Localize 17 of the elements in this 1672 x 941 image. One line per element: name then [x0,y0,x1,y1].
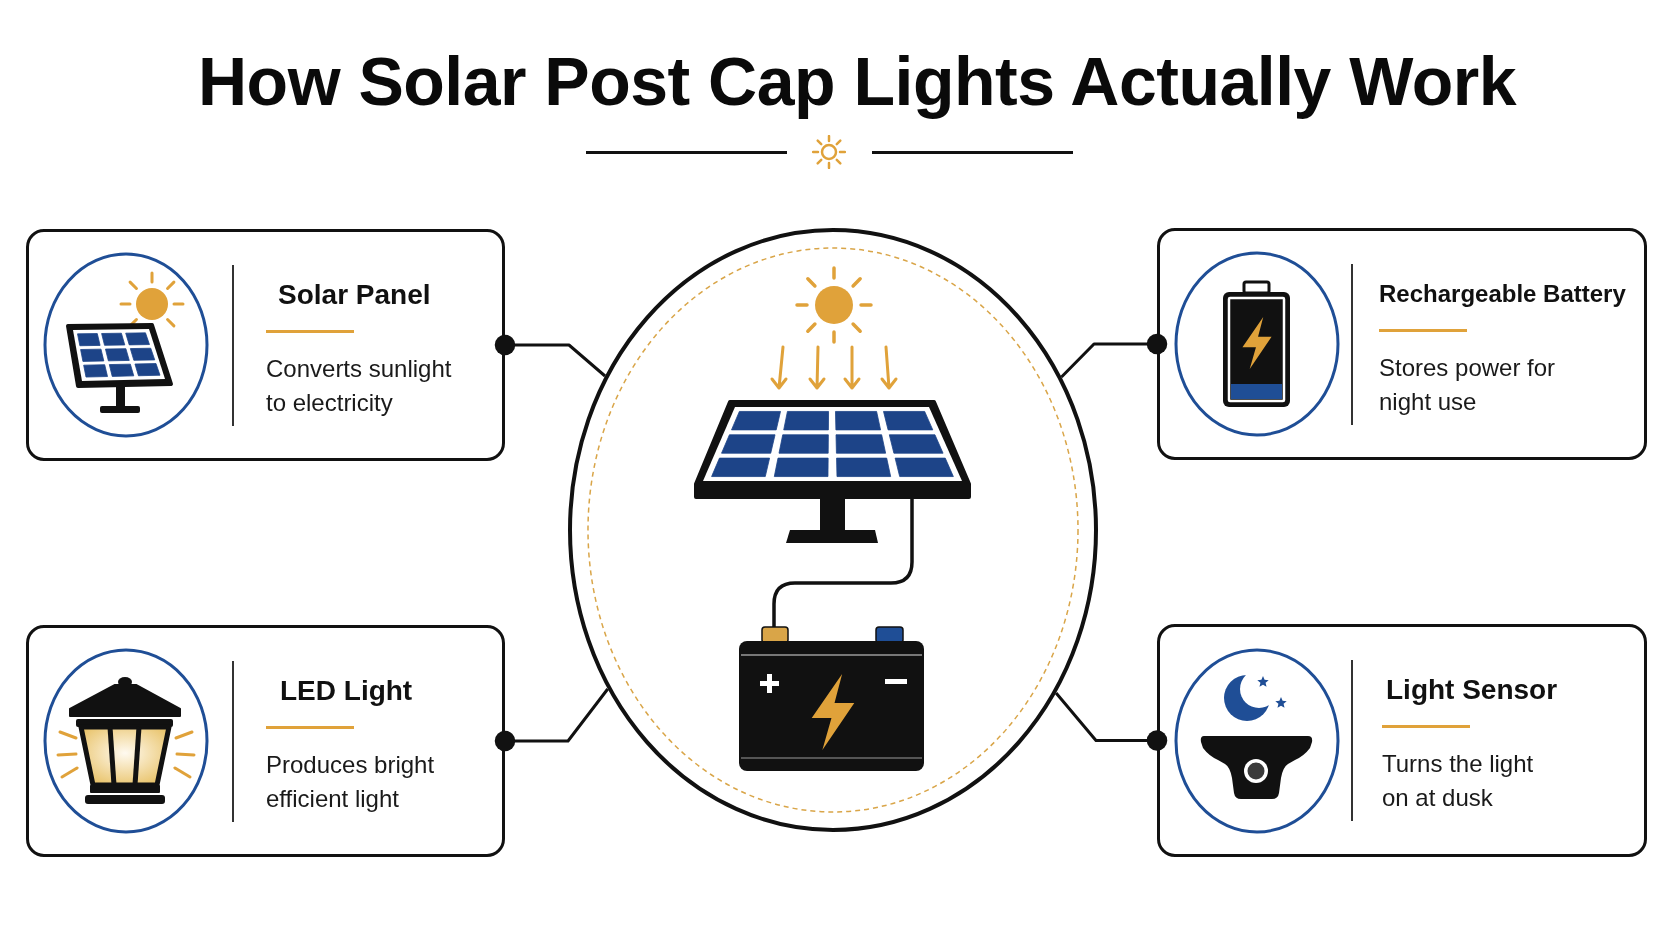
card-description: Produces bright efficient light [266,750,436,814]
component-card [26,229,505,461]
connector-line [494,334,606,378]
component-card [26,625,505,857]
card-description: Turns the light on at dusk [1382,749,1535,813]
component-card [1157,624,1647,857]
card-description: Stores power for night use [1379,353,1557,417]
card-title: Light Sensor [1386,673,1558,707]
connector-line [1060,333,1168,379]
connector-line [1054,692,1168,751]
connector-line [494,688,609,752]
title: How Solar Post Cap Lights Actually Work [198,43,1516,119]
card-description: Converts sunlight to electricity [266,354,453,418]
card-title: Solar Panel [278,278,431,312]
component-card [1157,228,1647,460]
card-title: LED Light [280,674,413,708]
card-title: Rechargeable Battery [1379,279,1626,309]
